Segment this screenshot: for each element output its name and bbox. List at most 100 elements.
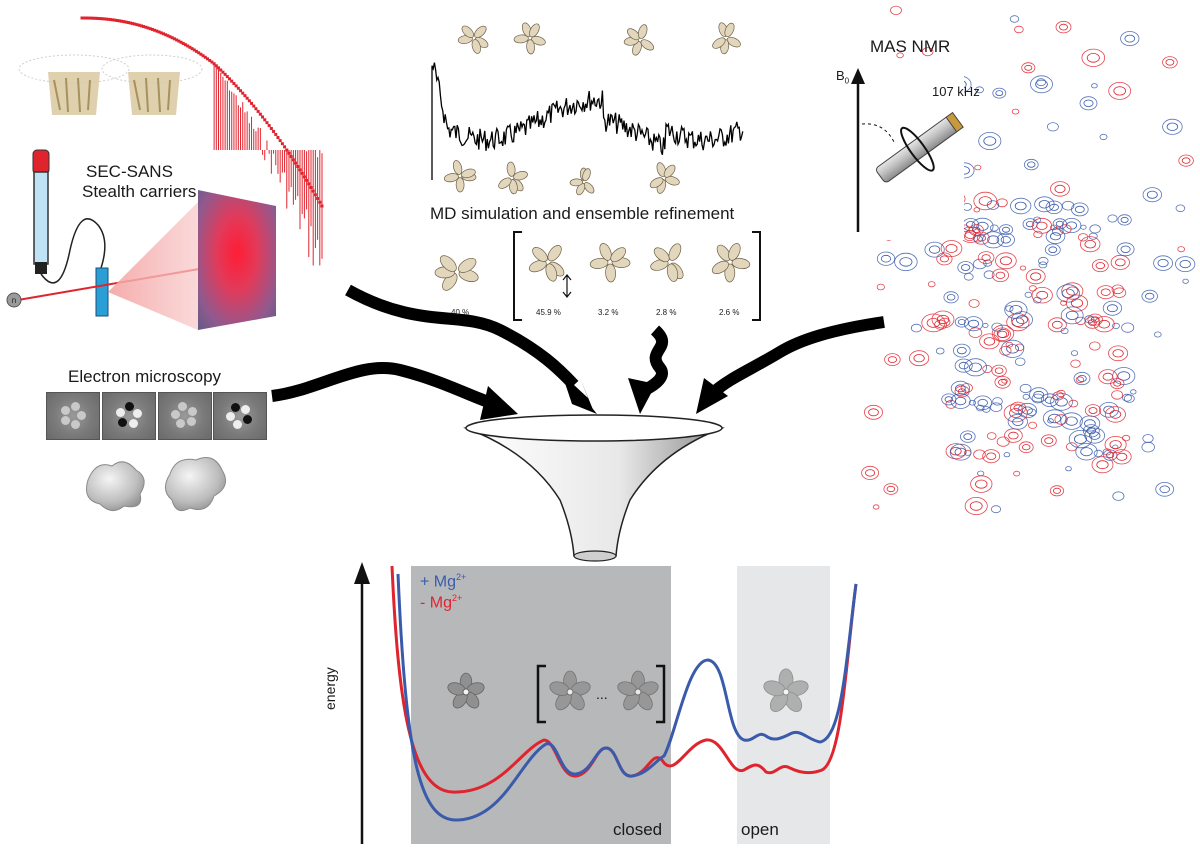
scattering-point	[250, 101, 254, 105]
protein-subunit	[627, 28, 640, 41]
nmr-peak	[1084, 315, 1095, 324]
closed-ensemble-bracket-right	[656, 664, 666, 724]
nmr-peak	[1066, 442, 1078, 452]
b0-arrow-head	[851, 68, 865, 84]
scattering-point	[230, 79, 234, 83]
nmr-peak	[968, 399, 977, 406]
scattering-point	[243, 94, 247, 98]
nmr-peak	[1044, 243, 1061, 256]
protein-subunit	[529, 23, 540, 38]
nmr-peak-inner	[995, 271, 1006, 279]
nmr-peak	[1130, 389, 1137, 395]
nmr-peak	[924, 241, 945, 258]
nmr-peak	[1111, 284, 1124, 295]
scattering-point	[137, 23, 141, 27]
nmr-peak	[992, 87, 1007, 99]
nmr-peak-inner	[1036, 290, 1049, 300]
nmr-peak	[1018, 441, 1034, 454]
protein-subunit	[668, 243, 682, 261]
nmr-peak	[1102, 300, 1123, 316]
scattering-point	[157, 30, 161, 34]
nmr-peak-inner	[1009, 408, 1023, 418]
scattering-point	[126, 21, 130, 25]
nmr-peak-inner	[1054, 184, 1066, 193]
nmr-peak	[1005, 305, 1014, 312]
em-class-average-tile	[213, 392, 267, 440]
nmr-peak-inner	[1083, 99, 1094, 107]
nmr-peak	[1033, 230, 1043, 239]
nmr-peak	[977, 470, 985, 477]
scattering-point	[208, 58, 212, 62]
md-panel	[431, 22, 761, 321]
nmr-peak	[1108, 345, 1129, 362]
nmr-peak	[990, 402, 1003, 413]
nmr-peak	[1091, 456, 1114, 474]
scattering-point	[228, 77, 232, 81]
em-density-spot	[60, 405, 70, 415]
scattering-point	[153, 28, 157, 32]
scattering-point	[258, 112, 262, 116]
nmr-peak	[1175, 204, 1186, 213]
nmr-peak-inner	[1115, 258, 1126, 267]
protein-subunit	[716, 244, 731, 262]
nmr-peak	[1080, 224, 1087, 230]
nmr-peak	[957, 261, 974, 274]
nmr-peak	[896, 52, 904, 59]
nmr-peak	[1000, 339, 1025, 358]
nmr-peak	[1075, 443, 1098, 461]
nmr-title: MAS NMR	[870, 37, 951, 56]
em-density-spot	[187, 406, 197, 416]
nmr-peak	[1028, 421, 1038, 429]
scattering-point	[177, 39, 181, 43]
nmr-peak	[991, 364, 1007, 377]
open-region-label: open	[741, 820, 779, 839]
nmr-peak	[982, 449, 1001, 464]
scattering-point	[139, 24, 143, 28]
nmr-peak-inner	[1084, 239, 1096, 249]
nmr-peak-inner	[981, 254, 991, 262]
nmr-peak	[1182, 278, 1189, 284]
scattering-point	[155, 29, 159, 33]
nmr-peak-inner	[978, 196, 992, 206]
nmr-peak-inner	[1055, 397, 1068, 407]
nmr-peak-inner	[1059, 23, 1068, 31]
nmr-peak	[1047, 122, 1059, 132]
scattering-point	[95, 16, 99, 20]
nmr-peak	[973, 191, 998, 211]
protein-snapshot	[457, 25, 489, 54]
nmr-peak	[959, 430, 976, 443]
nmr-peak	[922, 47, 934, 57]
nmr-peak	[1003, 403, 1028, 423]
nmr-peak	[963, 272, 974, 281]
protein-subunit	[649, 177, 664, 189]
nmr-peak	[968, 327, 983, 338]
em-3d-map-right	[165, 457, 227, 512]
protein-subunit	[582, 168, 591, 182]
nmr-peak	[1110, 254, 1130, 270]
nmr-peak	[876, 251, 896, 266]
nmr-peak	[1089, 341, 1101, 351]
scattering-point	[203, 55, 207, 59]
nmr-peak	[1019, 383, 1032, 394]
energy-curve-plus-mg	[396, 573, 858, 822]
nmr-peak	[883, 483, 899, 495]
scattering-point	[252, 104, 256, 108]
nmr-peak	[1049, 485, 1065, 497]
nmr-peak	[1033, 296, 1042, 304]
nmr-peak-inner	[1052, 320, 1063, 329]
nmr-peak	[954, 316, 969, 328]
nmr-peak-inner	[968, 319, 979, 328]
nmr-peak-inner	[1065, 310, 1079, 320]
nmr-peak-inner	[999, 256, 1012, 266]
neutron-source-icon	[6, 292, 22, 308]
scattering-point	[274, 132, 278, 136]
scattering-point	[239, 89, 243, 93]
nmr-peak-inner	[963, 433, 973, 440]
protein-subunit	[726, 36, 741, 48]
nmr-peak	[1024, 291, 1033, 298]
scattering-point	[234, 84, 238, 88]
nmr-peak-inner	[1109, 410, 1122, 419]
scattering-point	[254, 107, 258, 111]
nmr-peak	[1011, 311, 1033, 329]
scattering-point	[170, 36, 174, 40]
